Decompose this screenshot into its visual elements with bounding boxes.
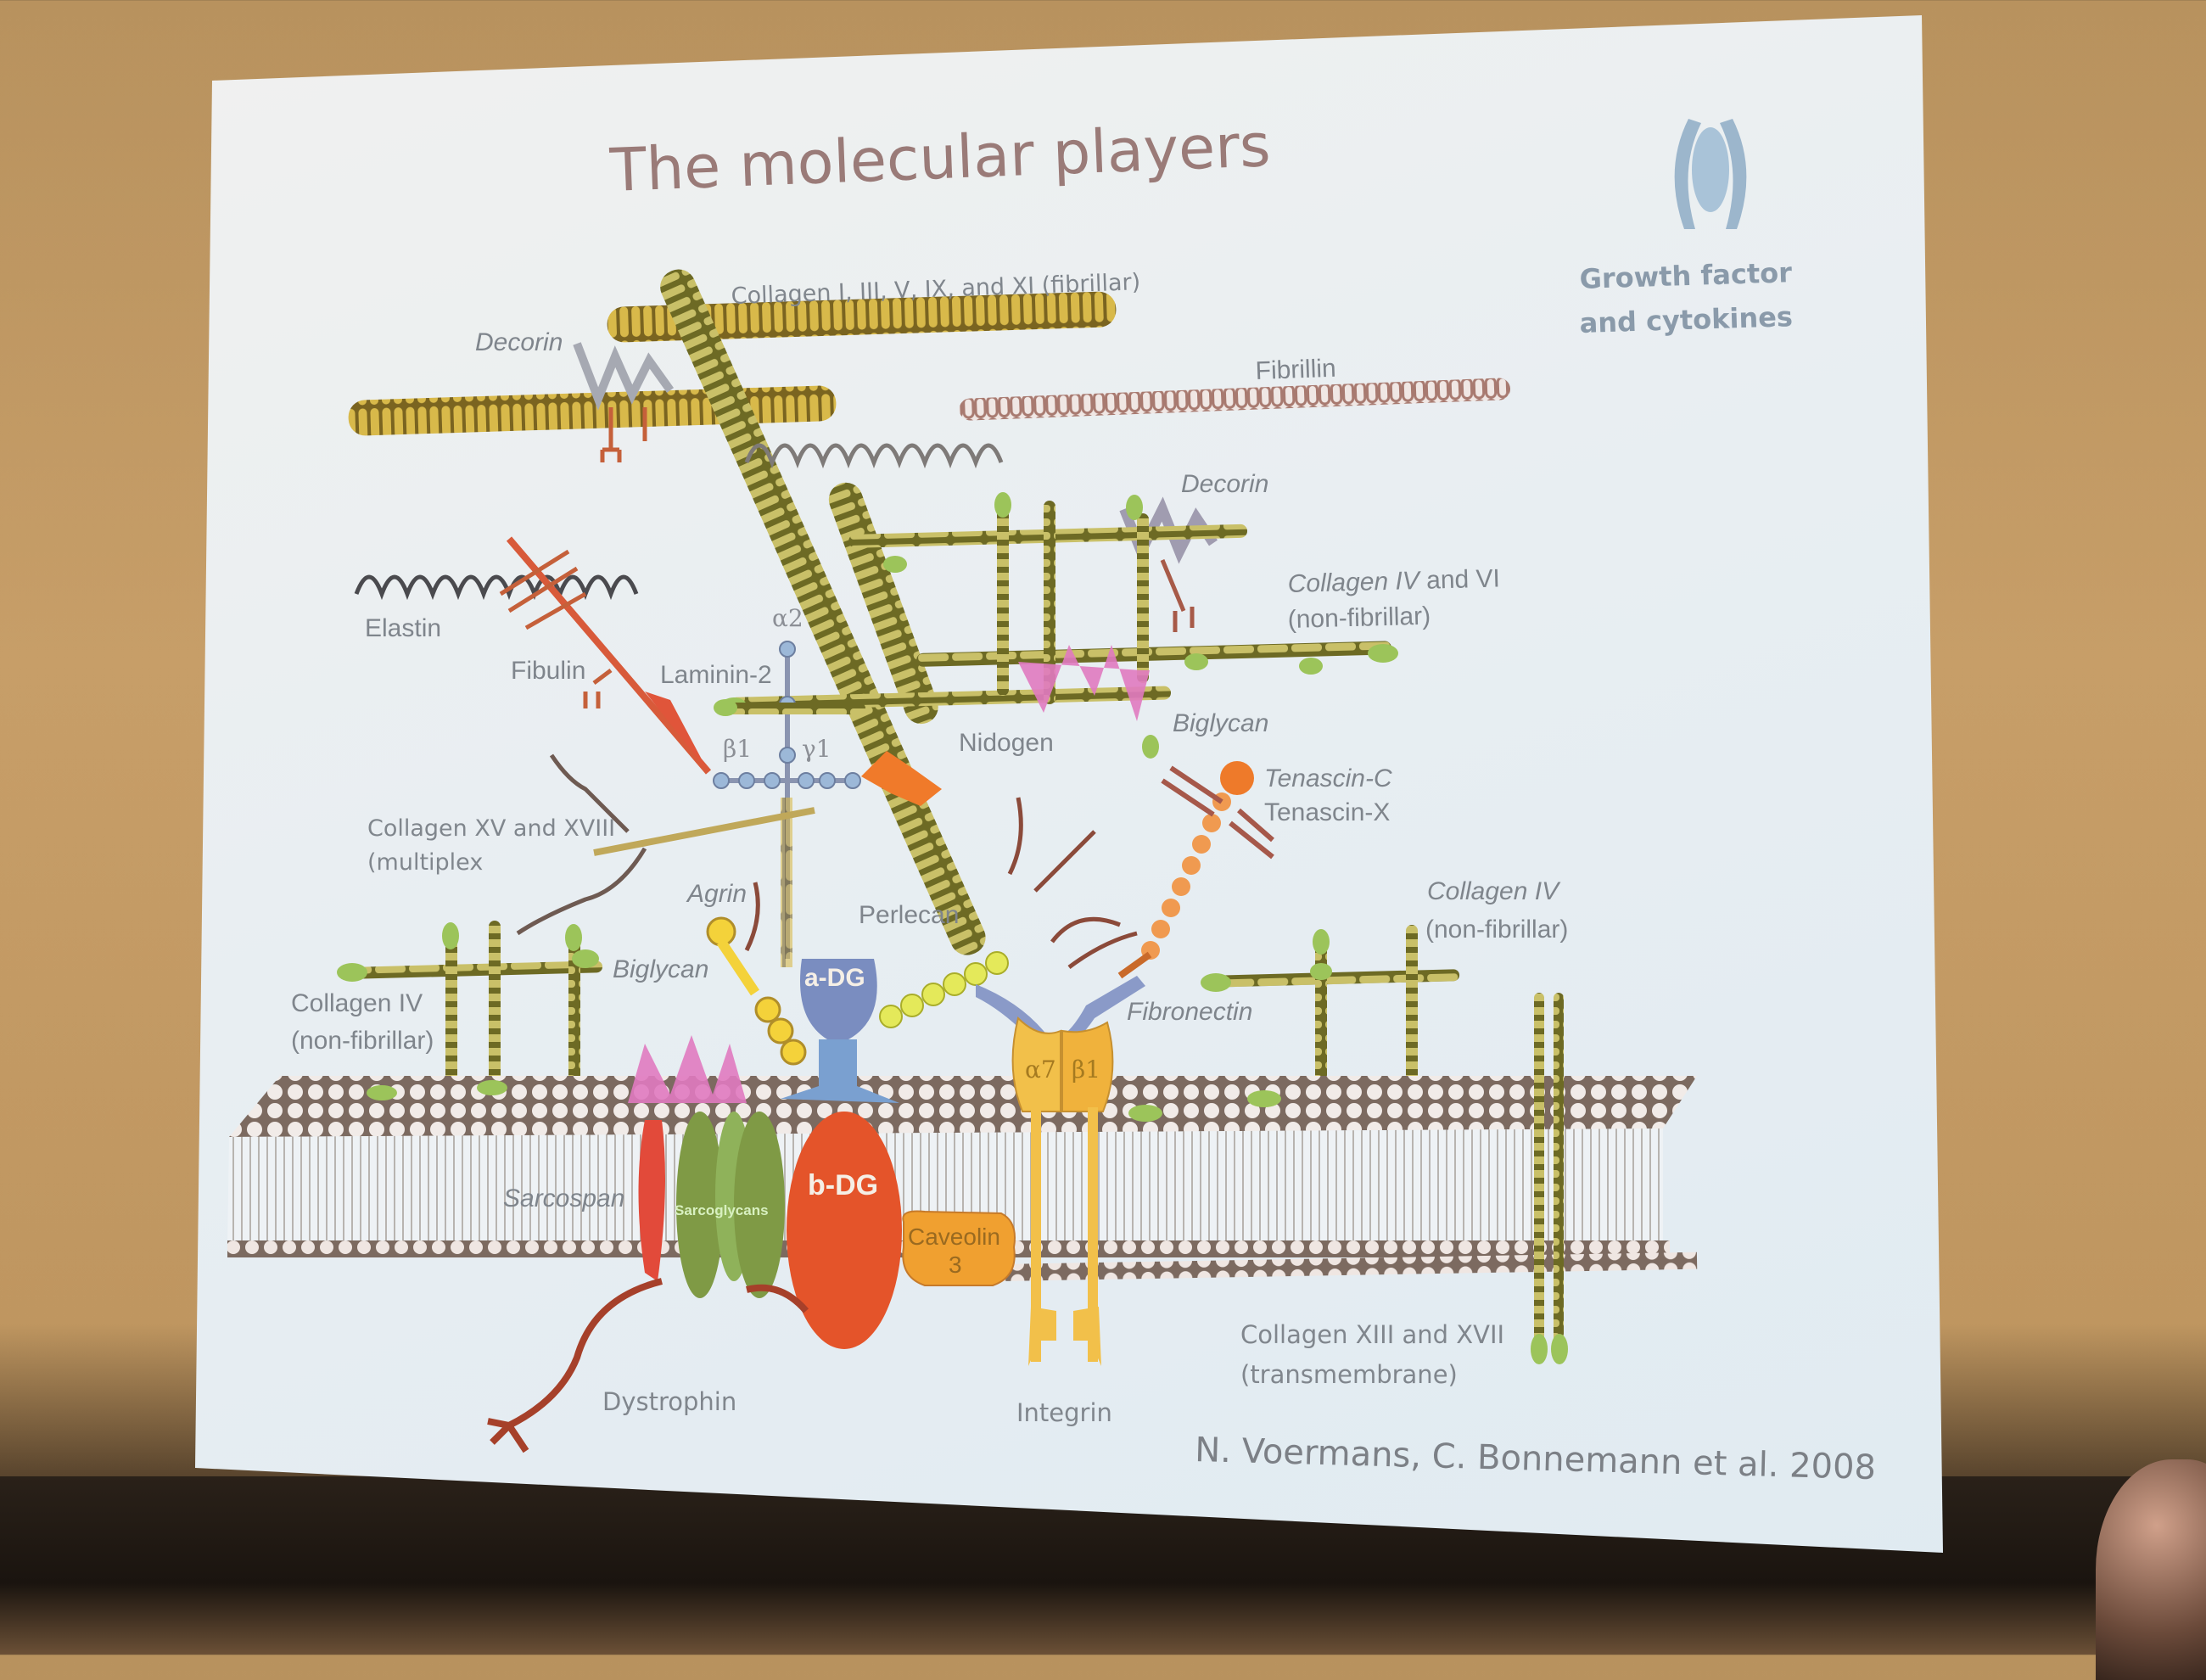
elastin-fiber: [354, 574, 639, 601]
label-perlecan: Perlecan: [859, 901, 959, 929]
label-fibrillin: Fibrillin: [1255, 355, 1336, 385]
glycosaminoglycan-chains: [744, 797, 1138, 970]
growth-factor-icon: [1674, 119, 1747, 229]
fibrillin-fiber: [959, 378, 1511, 421]
fibulin: [499, 536, 712, 775]
label-laminin: Laminin-2: [660, 661, 772, 689]
sarcospan-shape: [638, 1120, 665, 1281]
legend-line-2: and cytokines: [1579, 300, 1793, 339]
fibronectin-shape: [976, 976, 1145, 1049]
label-collagen-iv-right-1: Collagen IV: [1427, 877, 1561, 905]
label-biglycan-left: Biglycan: [613, 955, 708, 983]
label-collagen-xiii-2: (transmembrane): [1240, 1360, 1458, 1389]
biglycan-right-shape: [1018, 645, 1150, 721]
label-nidogen: Nidogen: [959, 729, 1054, 757]
collagen-iv-left: [337, 921, 603, 1120]
label-caveolin-1: Caveolin: [908, 1224, 1000, 1250]
label-tenascin-x: Tenascin-X: [1264, 798, 1390, 826]
label-collagen-xv-2: (multiplex: [367, 849, 483, 876]
label-beta1-integrin: β1: [1072, 1056, 1100, 1084]
dystrophin: [487, 1278, 809, 1453]
label-collagen-iv-left-2: (non-fibrillar): [291, 1027, 434, 1055]
audience-person-head: [2096, 1459, 2206, 1680]
label-b-dg: b-DG: [808, 1169, 878, 1201]
alpha-dystroglycan: [781, 959, 899, 1103]
label-alpha2: α2: [772, 604, 803, 632]
integrin: [1011, 1016, 1114, 1366]
laminin-2: [713, 641, 865, 967]
tenascin: [1117, 761, 1274, 979]
label-decorin-top: Decorin: [475, 328, 563, 356]
collagen-xiii-xvii: [1531, 993, 1568, 1364]
biglycan-left-shape: [628, 1035, 747, 1103]
elastin-fiber-upper: [744, 443, 1004, 469]
slide-title: The molecular players: [608, 110, 1272, 205]
label-dystrophin: Dystrophin: [602, 1387, 736, 1416]
label-fibronectin: Fibronectin: [1127, 998, 1252, 1026]
label-decorin-right: Decorin: [1181, 470, 1268, 498]
nidogen-shape: [861, 751, 942, 806]
slide-citation: N. Voermans, C. Bonnemann et al. 2008: [1195, 1431, 1877, 1487]
biglycan-right-globule: [1142, 735, 1159, 759]
label-a-dg: a-DG: [804, 964, 865, 992]
label-tenascin-c: Tenascin-C: [1264, 764, 1392, 792]
label-collagen-xiii-1: Collagen XIII and XVII: [1240, 1320, 1504, 1349]
label-gamma1: γ1: [802, 735, 831, 763]
sarcoglycans: [676, 1112, 785, 1298]
label-caveolin-2: 3: [949, 1252, 962, 1278]
caveolin-3: [902, 1210, 1016, 1286]
label-collagen-iv-left-1: Collagen IV: [291, 989, 423, 1017]
perlecan: [879, 951, 1009, 1028]
label-agrin: Agrin: [686, 880, 747, 908]
legend-line-1: Growth factor: [1579, 256, 1793, 295]
decorin-top: [573, 342, 675, 462]
agrin: [706, 916, 807, 1066]
beta-dystroglycan: [787, 1112, 902, 1349]
label-integrin: Integrin: [1016, 1398, 1112, 1427]
label-collagen-iv-vi-2: (non-fibrillar): [1287, 602, 1431, 634]
label-collagen-iv-right-2: (non-fibrillar): [1425, 916, 1568, 944]
collagen-iv-right: [1201, 925, 1460, 1120]
label-biglycan-right: Biglycan: [1173, 709, 1268, 737]
label-sarcospan: Sarcospan: [503, 1184, 624, 1212]
label-sarcoglycans: Sarcoglycans: [675, 1202, 769, 1218]
collagen-xv-xviii: [516, 753, 815, 936]
label-fibulin: Fibulin: [511, 657, 585, 685]
label-elastin: Elastin: [365, 614, 441, 642]
label-collagen-xv-1: Collagen XV and XVIII: [367, 815, 615, 842]
label-collagen-iv-vi-1: Collagen IV and VI: [1287, 564, 1500, 598]
label-beta1: β1: [723, 735, 752, 763]
label-alpha7: α7: [1025, 1056, 1056, 1084]
